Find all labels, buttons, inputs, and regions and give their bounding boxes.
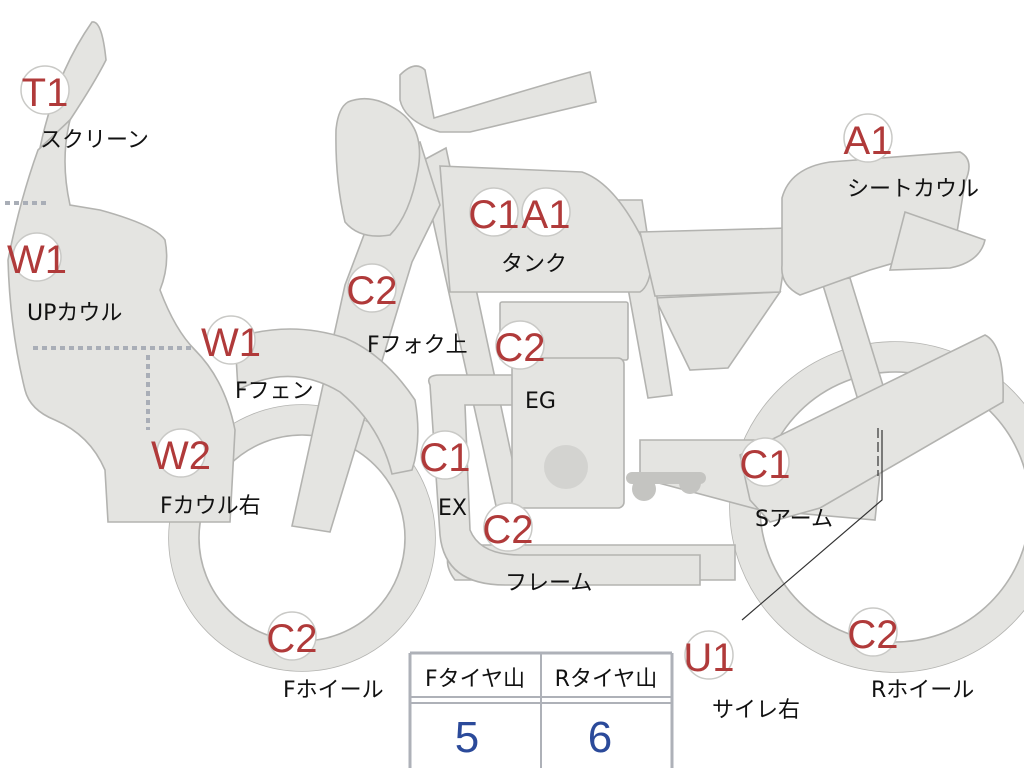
rear-tire-header: Rタイヤ山 bbox=[555, 667, 658, 692]
badge-w1-ffender: W1 bbox=[201, 315, 261, 365]
label-muffler: サイレ右 bbox=[712, 698, 800, 723]
label-tank: タンク bbox=[501, 252, 567, 277]
badge-c2-fwheel: C2 bbox=[266, 611, 318, 661]
badge-a1-tank: A1 bbox=[521, 187, 571, 237]
svg-text:U1: U1 bbox=[683, 636, 734, 680]
label-fwheel: Fホイール bbox=[283, 678, 384, 703]
label-ex: EX bbox=[438, 496, 467, 521]
headlight bbox=[335, 97, 421, 237]
svg-text:C1: C1 bbox=[739, 443, 790, 487]
svg-text:W2: W2 bbox=[151, 434, 211, 478]
cowl-partition-lines bbox=[5, 201, 192, 430]
exhaust-pipe bbox=[427, 374, 701, 586]
svg-text:W1: W1 bbox=[201, 321, 261, 365]
svg-text:W1: W1 bbox=[7, 238, 67, 282]
handlebar bbox=[399, 65, 597, 133]
front-tire-header: Fタイヤ山 bbox=[425, 667, 525, 692]
label-seatcowl: シートカウル bbox=[847, 177, 979, 202]
label-upcowl: UPカウル bbox=[27, 301, 122, 326]
svg-text:C1: C1 bbox=[468, 193, 519, 237]
svg-text:T1: T1 bbox=[22, 71, 69, 115]
badge-u1-muffler: U1 bbox=[683, 630, 735, 680]
rear-tire-value: 6 bbox=[588, 713, 612, 762]
svg-text:A1: A1 bbox=[522, 193, 571, 237]
badge-c2-frame: C2 bbox=[482, 502, 534, 552]
svg-text:C1: C1 bbox=[419, 436, 470, 480]
badge-c2-eg: C2 bbox=[494, 320, 546, 370]
front-tire-value: 5 bbox=[455, 713, 479, 762]
label-fcowl: Fカウル右 bbox=[160, 494, 261, 519]
label-ffender: Fフェン bbox=[235, 379, 314, 404]
badge-w2-fcowl: W2 bbox=[151, 428, 211, 478]
badge-t1-screen: T1 bbox=[20, 65, 70, 115]
svg-text:C2: C2 bbox=[494, 326, 545, 370]
silencer bbox=[739, 334, 1004, 523]
label-rwheel: Rホイール bbox=[871, 678, 974, 703]
badge-c1-ex: C1 bbox=[419, 430, 471, 480]
front-cowl bbox=[7, 117, 236, 523]
seat-cowl bbox=[781, 151, 970, 296]
badge-c1-sarm: C1 bbox=[739, 437, 791, 487]
svg-text:C2: C2 bbox=[266, 617, 317, 661]
badge-w1-upcowl: W1 bbox=[7, 232, 67, 282]
svg-text:C2: C2 bbox=[346, 269, 397, 313]
badge-c2-ffork: C2 bbox=[346, 263, 398, 313]
badge-a1-seatcowl: A1 bbox=[843, 113, 893, 163]
front-fender bbox=[234, 328, 419, 475]
tire-tread-table: Fタイヤ山 Rタイヤ山 5 6 bbox=[408, 651, 674, 768]
svg-text:C2: C2 bbox=[847, 613, 898, 657]
label-screen: スクリーン bbox=[40, 128, 149, 153]
rear-fender bbox=[653, 291, 782, 371]
badge-c1-tank: C1 bbox=[468, 187, 520, 237]
muffler-leader-lines bbox=[741, 428, 883, 621]
label-sarm: Sアーム bbox=[755, 507, 833, 532]
engine bbox=[499, 301, 706, 509]
label-ffork: Fフォク上 bbox=[367, 333, 468, 358]
svg-text:C2: C2 bbox=[482, 508, 533, 552]
label-eg: EG bbox=[525, 389, 556, 414]
badge-c2-rwheel: C2 bbox=[847, 607, 899, 657]
seat bbox=[638, 227, 791, 297]
seat-cowl-tail bbox=[888, 210, 986, 271]
svg-text:A1: A1 bbox=[844, 119, 893, 163]
label-frame: フレーム bbox=[505, 571, 592, 596]
